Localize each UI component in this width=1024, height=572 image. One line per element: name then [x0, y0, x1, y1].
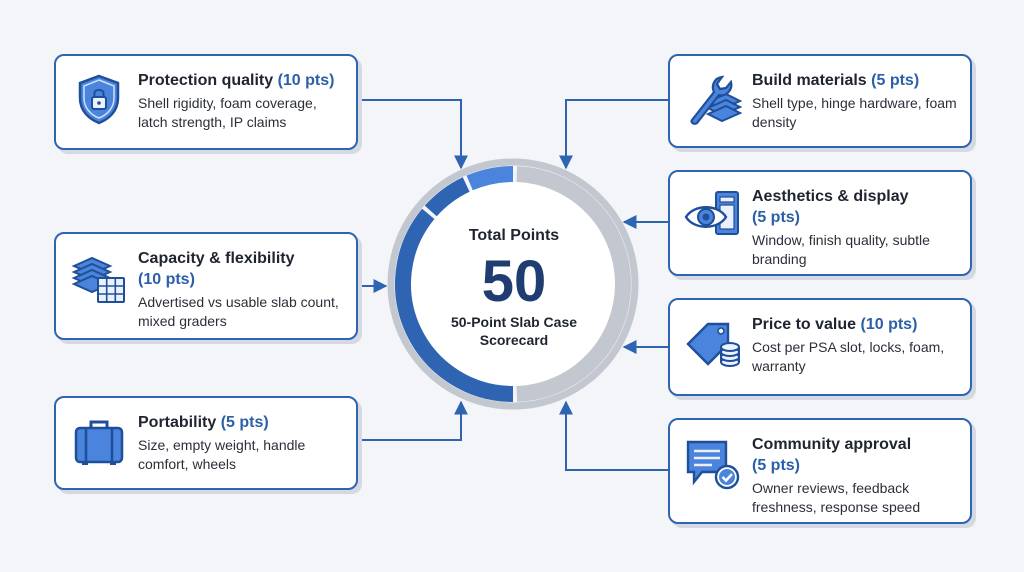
card-description: Size, empty weight, handle comfort, whee… — [138, 437, 306, 472]
connector-protection — [358, 99, 468, 170]
card-protection-quality: Protection quality (10 pts) Shell rigidi… — [54, 54, 358, 150]
shield-lock-icon — [70, 70, 128, 128]
card-title: Capacity & flexibility(10 pts) — [138, 250, 295, 288]
ring-segment-remaining — [516, 166, 631, 402]
card-title: Aesthetics & display(5 pts) — [752, 188, 909, 226]
ring-segment-accent — [466, 166, 514, 191]
card-title: Protection quality (10 pts) — [138, 72, 335, 89]
ring-segment-primary — [395, 208, 514, 402]
price-tag-coins-icon — [684, 314, 742, 372]
card-title: Community approval(5 pts) — [752, 436, 912, 474]
connector-portability — [358, 400, 468, 441]
card-title: Price to value (10 pts) — [752, 316, 918, 333]
stacked-slabs-grid-icon — [70, 248, 128, 306]
card-price-to-value: Price to value (10 pts) Cost per PSA slo… — [668, 298, 972, 396]
card-title: Portability (5 pts) — [138, 414, 269, 431]
card-build-materials: Build materials (5 pts) Shell type, hing… — [668, 54, 972, 148]
card-capacity-flexibility: Capacity & flexibility(10 pts) Advertise… — [54, 232, 358, 340]
connector-community — [559, 400, 668, 471]
card-description: Owner reviews, feedback freshness, respo… — [752, 480, 921, 515]
card-description: Window, finish quality, subtle branding — [752, 232, 930, 267]
card-description: Shell type, hinge hardware, foam density — [752, 95, 957, 130]
scorecard-subtitle: 50-Point Slab Case Scorecard — [450, 314, 578, 348]
card-description: Advertised vs usable slab count, mixed g… — [138, 294, 339, 329]
card-portability: Portability (5 pts) Size, empty weight, … — [54, 396, 358, 490]
card-description: Cost per PSA slot, locks, foam, warranty — [752, 339, 945, 374]
ring-segments — [395, 166, 631, 402]
wrench-layers-icon — [684, 70, 742, 128]
card-title: Build materials (5 pts) — [752, 72, 920, 89]
total-points-center: Total Points 50 50-Point Slab Case Score… — [414, 180, 614, 390]
ring-segment-secondary — [424, 177, 470, 217]
ring-inner-fill — [411, 182, 615, 386]
eye-display-icon — [684, 186, 742, 244]
suitcase-icon — [70, 412, 128, 470]
card-description: Shell rigidity, foam coverage, latch str… — [138, 95, 317, 130]
card-community-approval: Community approval(5 pts) Owner reviews,… — [668, 418, 972, 524]
total-points-label: Total Points — [468, 227, 560, 244]
outer-ring — [387, 158, 639, 410]
card-aesthetics-display: Aesthetics & display(5 pts) Window, fini… — [668, 170, 972, 276]
total-points-value: 50 — [481, 249, 547, 314]
connector-build — [559, 99, 668, 170]
chat-check-icon — [684, 434, 742, 492]
